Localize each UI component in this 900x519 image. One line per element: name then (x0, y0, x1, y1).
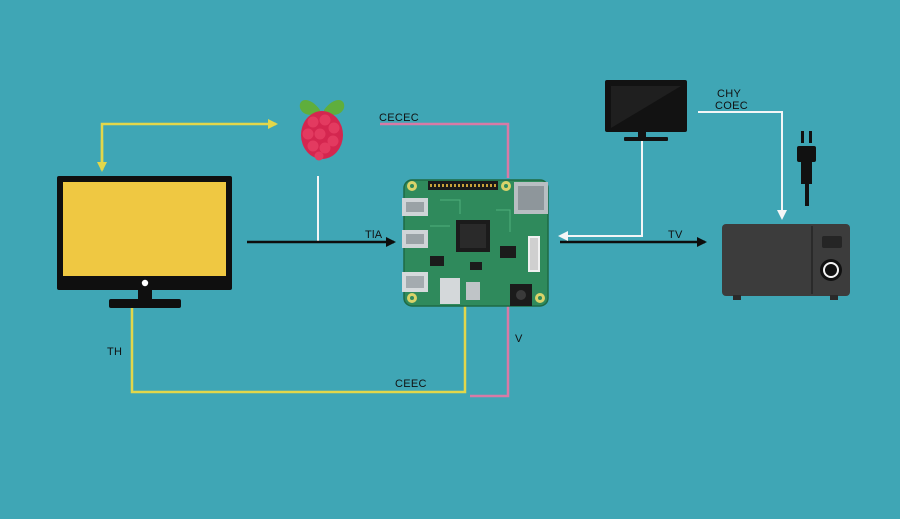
yellow-connector-bottom (130, 306, 467, 394)
white-connector-tv (558, 140, 643, 241)
circuit-board-icon (402, 179, 549, 307)
label-cecec-top: CECEC (379, 112, 420, 124)
pink-connector (380, 122, 510, 178)
label-tla: TlA (365, 229, 383, 241)
label-coec: COEC (715, 100, 748, 112)
raspberry-icon (299, 100, 345, 161)
plug-icon (797, 131, 816, 206)
pink-connector-lower (470, 300, 510, 398)
label-th: TH (107, 346, 123, 358)
yellow-connector-top (100, 119, 278, 170)
label-chy: CHY (717, 88, 742, 100)
monitor-icon (57, 176, 232, 308)
tv-icon (605, 80, 687, 141)
white-connector-device (698, 111, 787, 220)
label-tv: TV (668, 229, 683, 241)
label-v: V (515, 333, 523, 345)
media-box-icon (722, 224, 850, 300)
label-ceec-bottom: CEEC (395, 378, 427, 390)
